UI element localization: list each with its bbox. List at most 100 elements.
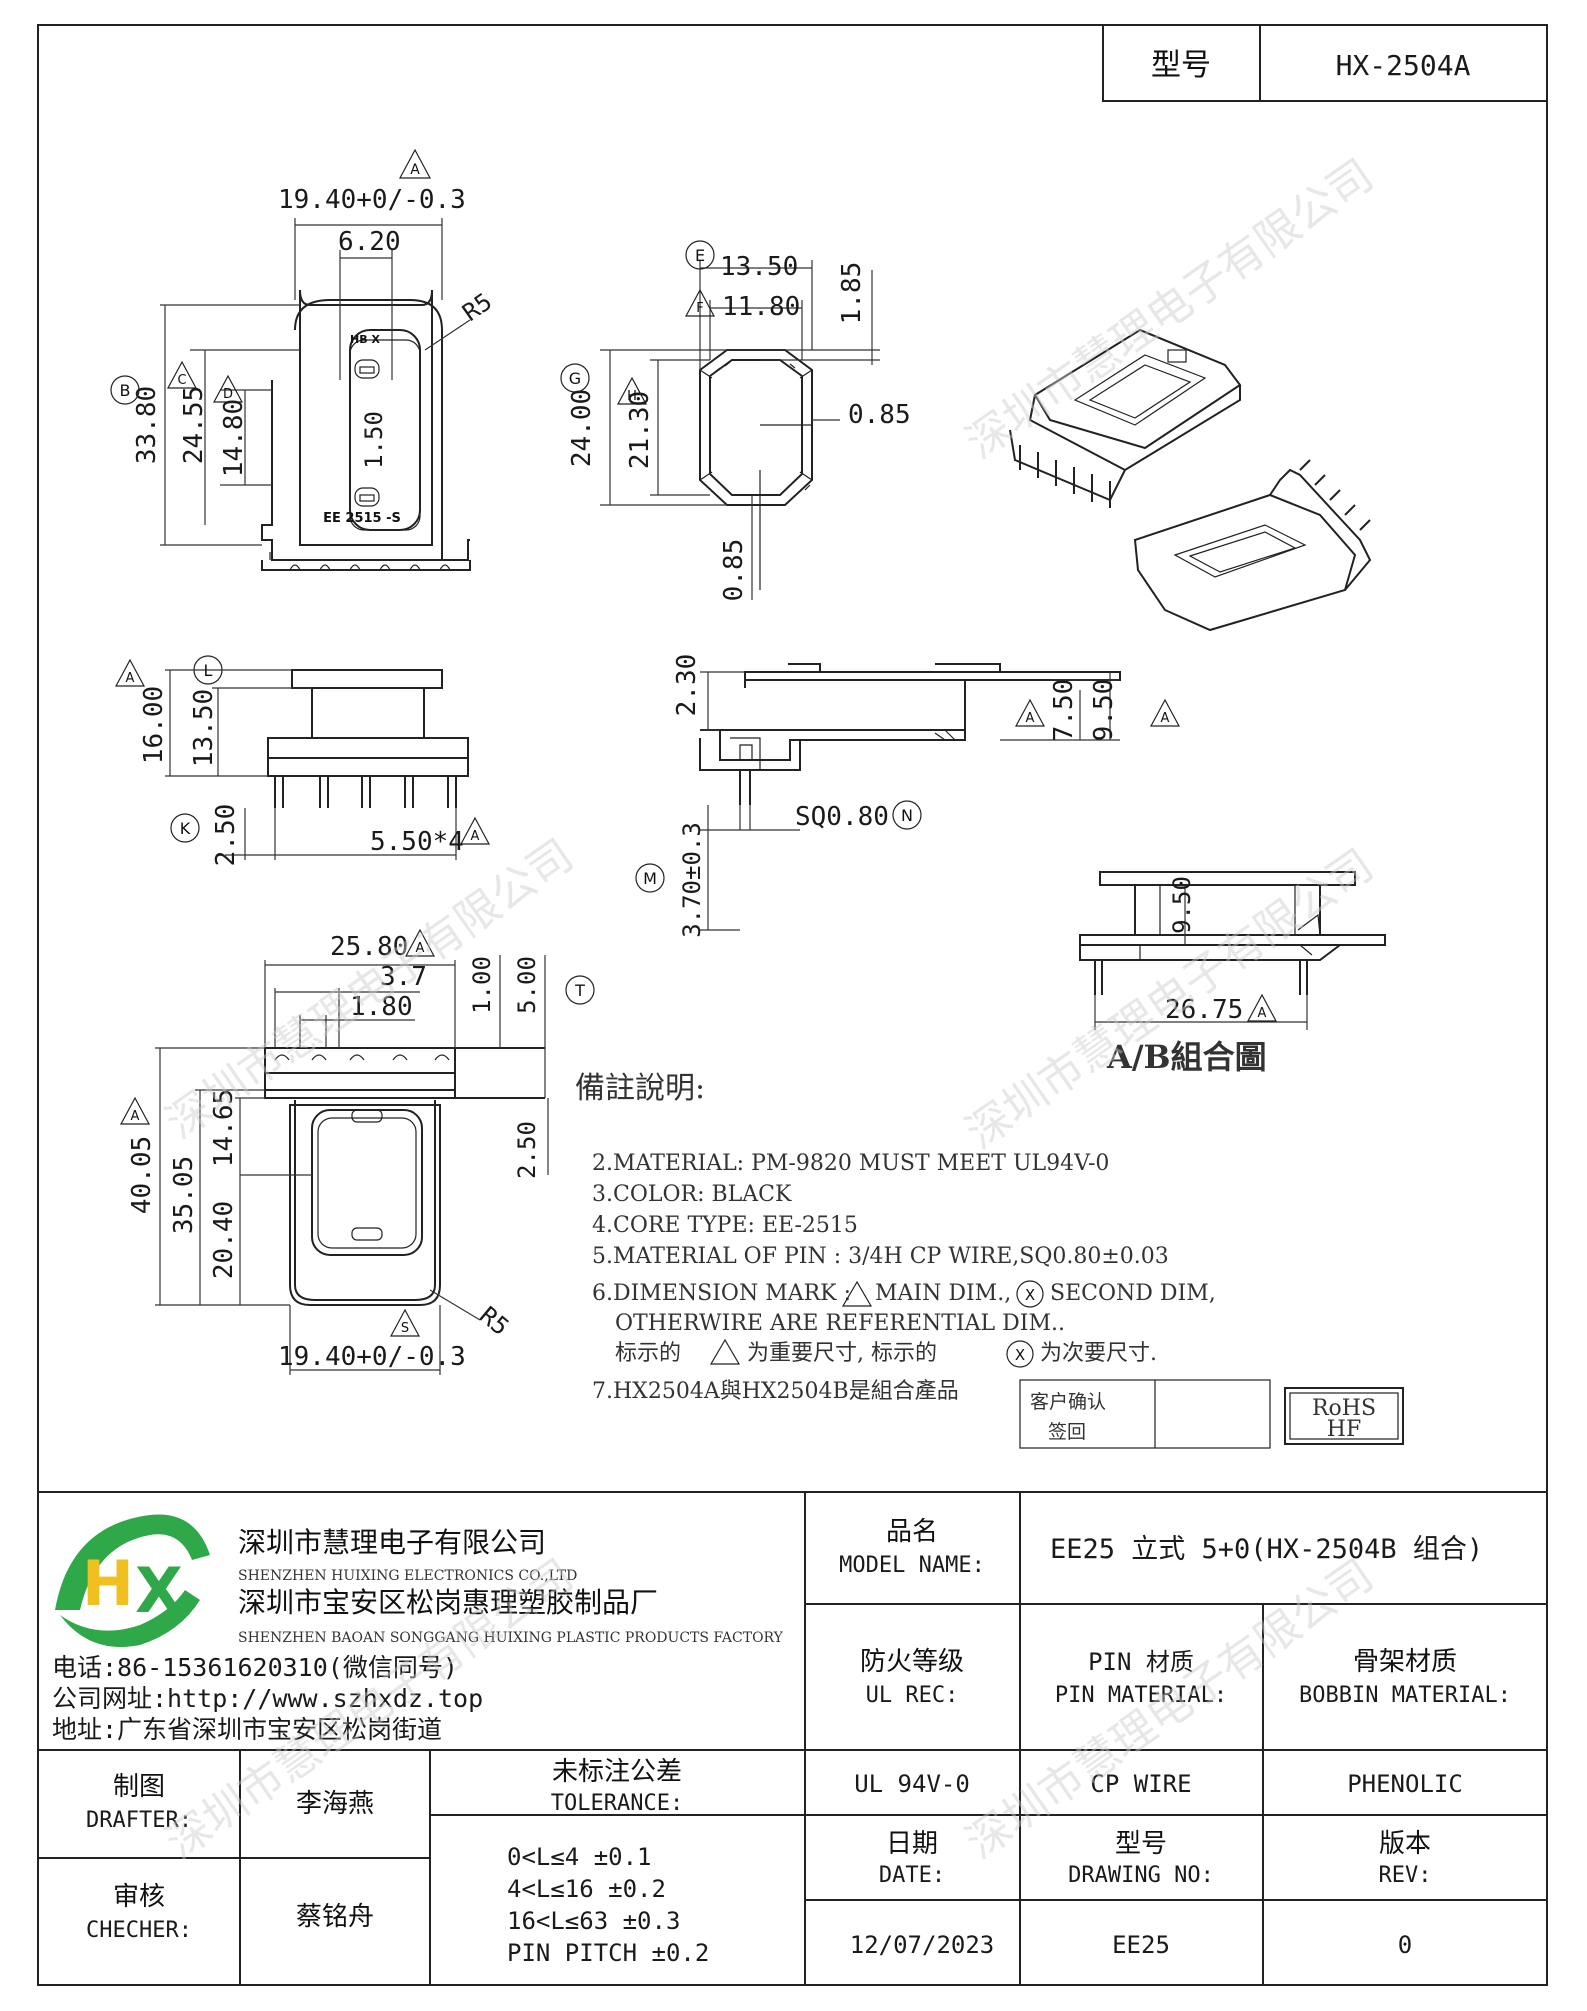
header-model-label: 型号	[1151, 48, 1211, 83]
pin-material-value: CP WIRE	[1090, 1770, 1191, 1798]
triangle-mark-icon	[684, 288, 716, 317]
model-name-value: EE25 立式 5+0(HX-2504B 组合)	[1050, 1534, 1483, 1565]
notes-block: 備註說明: 2.MATERIAL: PM-9820 MUST MEET UL94…	[575, 1071, 1404, 1449]
circle-mark-icon	[685, 240, 715, 270]
svg-text:M: M	[643, 869, 657, 888]
rev-cn: 版本	[1379, 1829, 1431, 1859]
company-name-1-en: SHENZHEN HUIXING ELECTRONICS CO.,LTD	[238, 1568, 577, 1584]
marking-top: HB X	[350, 333, 380, 346]
rohs-badge	[1284, 1387, 1404, 1445]
bobbin-material-cn: 骨架材质	[1353, 1647, 1457, 1677]
side-view: 16.00 13.50 2.50 5.50*4 A L K A	[114, 655, 491, 867]
drafter-en: DRAFTER:	[86, 1808, 192, 1833]
tolerance-cn: 未标注公差	[552, 1757, 682, 1787]
svg-text:A: A	[1258, 1006, 1267, 1021]
dim-bt-small: 1.80	[350, 992, 413, 1022]
date-value: 12/07/2023	[850, 1931, 995, 1959]
company-logo: H X	[55, 1514, 210, 1647]
company-addr: 地址:广东省深圳市宝安区松岗街道	[52, 1715, 442, 1744]
logo-letter-x: X	[135, 1554, 183, 1627]
dim-sv-h1: 7.50	[1049, 679, 1079, 742]
dim-ab-h: 9.50	[1168, 876, 1196, 934]
svg-text:A: A	[410, 162, 420, 178]
dim-bt-h2: 35.05	[169, 1156, 199, 1234]
dim-bt-bottom: 19.40+0/-0.3	[278, 1342, 466, 1372]
watermark-text: 深圳市慧理电子有限公司	[957, 150, 1383, 469]
svg-text:X: X	[1025, 1286, 1035, 1304]
drawing-no-value: EE25	[1112, 1931, 1170, 1959]
dim-slot: 1.50	[360, 411, 388, 469]
dim-bt-h4: 20.40	[209, 1201, 239, 1279]
bobbin-material-en: BOBBIN MATERIAL:	[1299, 1683, 1511, 1708]
triangle-mark-icon	[841, 1280, 873, 1307]
company-name-2: 深圳市宝安区松岗惠理塑胶制品厂	[238, 1586, 658, 1619]
circle-mark-icon	[170, 813, 200, 843]
circle-mark-icon	[565, 975, 595, 1005]
circle-mark-icon	[1016, 1280, 1044, 1308]
ab-title: A/B組合圖	[1106, 1038, 1267, 1076]
dim-sv-top: 2.30	[672, 654, 702, 717]
dim-win-outer-h: 24.00	[567, 389, 597, 467]
circle-mark-icon	[110, 375, 140, 405]
note-line-4: 4.CORE TYPE: EE-2515	[592, 1213, 858, 1238]
model-name-cn: 品名	[886, 1517, 938, 1547]
rev-value: 0	[1398, 1931, 1412, 1959]
dim-pin-pitch: 5.50*4	[370, 827, 464, 857]
triangle-mark-icon	[166, 360, 198, 389]
dim-radius-top: R5	[457, 287, 497, 327]
note-line-6c: SECOND DIM,	[1050, 1281, 1216, 1306]
dim-pin-len: 2.50	[211, 804, 241, 867]
pin-material-cn: PIN 材质	[1088, 1648, 1194, 1676]
triangle-mark-icon	[1014, 698, 1046, 727]
triangle-mark-icon	[709, 1338, 741, 1365]
checker-cn: 审核	[113, 1882, 165, 1912]
dim-pin-len2: 3.70±0.3	[678, 822, 706, 938]
logo-letter-h: H	[82, 1547, 134, 1620]
checker-value: 蔡铭舟	[296, 1902, 374, 1932]
window-section-view: 13.50 11.80 1.85 0.85 24.00 21.30 0.85 E…	[560, 240, 911, 601]
company-web: 公司网址:http://www.szhxdz.top	[52, 1684, 483, 1713]
circle-mark-icon	[193, 655, 223, 685]
dim-side-h2: 13.50	[189, 689, 219, 767]
rohs-label: RoHS	[1312, 1396, 1376, 1421]
marking-bottom: EE 2515 -S	[323, 511, 401, 526]
dim-bt-pitch: 3.7	[380, 962, 427, 992]
bottom-view: 25.80 3.7 1.80 1.00 5.00 2.50 40.05 35.0…	[119, 928, 595, 1375]
triangle-mark-icon	[398, 148, 432, 179]
svg-text:A: A	[471, 829, 480, 844]
customer-confirm-box	[1019, 1379, 1271, 1449]
svg-text:S: S	[401, 1321, 409, 1336]
notes-title: 備註說明:	[575, 1071, 705, 1106]
circle-mark-icon	[892, 800, 922, 830]
svg-text:N: N	[901, 806, 913, 825]
triangle-mark-icon	[1246, 993, 1278, 1022]
triangle-mark-icon	[389, 1308, 421, 1337]
dim-bt-h3: 14.65	[209, 1089, 239, 1167]
drawing-no-cn: 型号	[1115, 1829, 1167, 1859]
confirm-label-1: 客户确认	[1030, 1391, 1106, 1413]
dim-bt-v2: 5.00	[513, 956, 541, 1014]
svg-text:D: D	[223, 387, 233, 402]
drawing-no-en: DRAWING NO:	[1068, 1863, 1214, 1888]
triangle-mark-icon	[404, 928, 436, 957]
hf-label: HF	[1327, 1417, 1361, 1442]
svg-text:E: E	[695, 246, 705, 265]
header-box	[1102, 24, 1548, 102]
isometric-view	[1009, 328, 1372, 632]
dim-height-total: 33.80	[132, 386, 162, 464]
model-name-en: MODEL NAME:	[839, 1553, 985, 1578]
top-view: HB X EE 2515 -S 19.40+0/-0.3 6.20 R5 33.…	[110, 148, 497, 571]
dim-bt-h-total: 40.05	[127, 1136, 157, 1214]
note-line-6b: MAIN DIM.,	[875, 1281, 1011, 1306]
svg-text:X: X	[1015, 1346, 1025, 1364]
dim-sv-h2: 9.50	[1089, 679, 1119, 742]
svg-text:B: B	[120, 381, 131, 400]
ab-assembly-view: 9.50 26.75 A A/B組合圖	[1079, 871, 1386, 1076]
note-line-6g: 为次要尺寸.	[1040, 1341, 1157, 1366]
circle-mark-icon	[560, 363, 590, 393]
dim-top-inner: 6.20	[338, 227, 401, 257]
note-line-7: 7.HX2504A與HX2504B是組合產品	[592, 1379, 959, 1404]
bobbin-material-value: PHENOLIC	[1347, 1770, 1463, 1798]
dim-top-width: 19.40+0/-0.3	[278, 185, 466, 215]
